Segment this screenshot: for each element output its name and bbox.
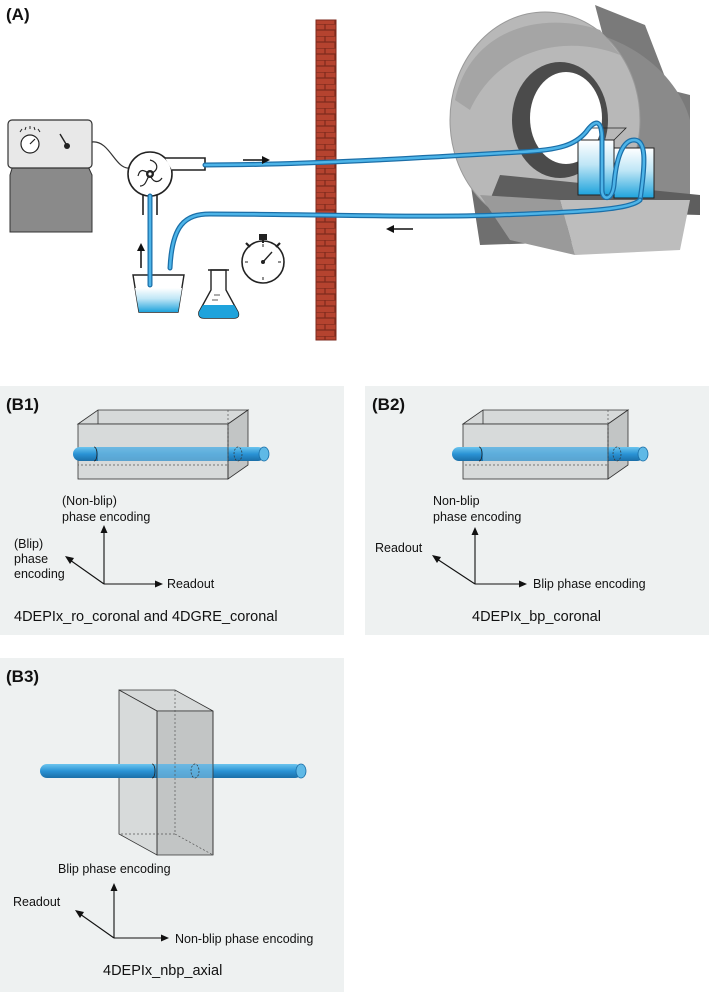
axis-label-horizontal: Readout — [167, 577, 215, 591]
axis-diagonal — [69, 559, 105, 585]
axis-label-vertical: Blip phase encoding — [58, 862, 171, 876]
panel-b1: (B1) (Non-blip) phase encoding (Blip) ph… — [0, 386, 344, 635]
pump-controller — [7, 119, 131, 233]
panel-b1-caption: 4DEPIx_ro_coronal and 4DGRE_coronal — [14, 609, 278, 625]
slab-volume — [461, 409, 630, 480]
panel-b1-label: (B1) — [6, 395, 39, 414]
panel-b3-label: (B3) — [6, 667, 39, 686]
panel-a-label: (A) — [6, 5, 30, 24]
axis-label-vertical-line1: Non-blip — [433, 494, 480, 508]
axis-label-horizontal: Non-blip phase encoding — [175, 932, 313, 946]
panel-a: (A) — [6, 5, 700, 341]
panel-b3: (B3) Blip phase encoding Readout Non-bli… — [0, 658, 344, 992]
axis-label-diagonal: Readout — [375, 541, 423, 555]
axis-label-vertical-line2: phase encoding — [62, 510, 150, 524]
axis-label-diagonal-line1: (Blip) — [14, 537, 43, 551]
tube-exit-outline — [190, 763, 200, 779]
axis-label-vertical-line1: (Non-blip) — [62, 494, 117, 508]
panel-b3-caption: 4DEPIx_nbp_axial — [103, 963, 222, 979]
flow-tube — [73, 446, 270, 462]
flow-arrows — [137, 156, 413, 268]
reservoir-beaker-icon — [132, 274, 185, 313]
panel-b2-caption: 4DEPIx_bp_coronal — [472, 609, 601, 625]
axis-diagonal — [79, 913, 115, 939]
pressure-gauge-icon — [19, 126, 41, 154]
flow-tube — [40, 763, 307, 779]
shielding-wall — [315, 19, 337, 341]
axis-label-horizontal: Blip phase encoding — [533, 577, 646, 591]
axis-label-vertical-line2: phase encoding — [433, 510, 521, 524]
axes-b1 — [65, 525, 163, 588]
axis-diagonal — [436, 558, 476, 585]
axis-label-diagonal-line3: encoding — [14, 567, 65, 581]
power-cable — [91, 141, 131, 169]
axes-b2 — [432, 527, 527, 588]
slab-front-edges — [156, 711, 214, 855]
tube-exit-outline — [612, 446, 622, 462]
flow-tubing — [147, 120, 647, 288]
axes-b3 — [75, 883, 169, 942]
panel-b2-label: (B2) — [372, 395, 405, 414]
slab-hidden-edges — [119, 690, 214, 856]
axis-label-diagonal-line2: phase — [14, 552, 48, 566]
slab-volume — [76, 409, 250, 480]
centrifugal-pump-icon — [127, 151, 206, 215]
phantom-container — [577, 127, 655, 199]
axis-label-diagonal: Readout — [13, 895, 61, 909]
tube-exit-outline — [233, 446, 243, 462]
flow-tube — [452, 446, 649, 462]
panel-b2: (B2) Non-blip phase encoding Readout Bli… — [365, 386, 709, 635]
stopwatch-icon — [241, 234, 285, 284]
control-knob-icon — [59, 133, 70, 149]
erlenmeyer-flask-icon — [198, 269, 240, 319]
